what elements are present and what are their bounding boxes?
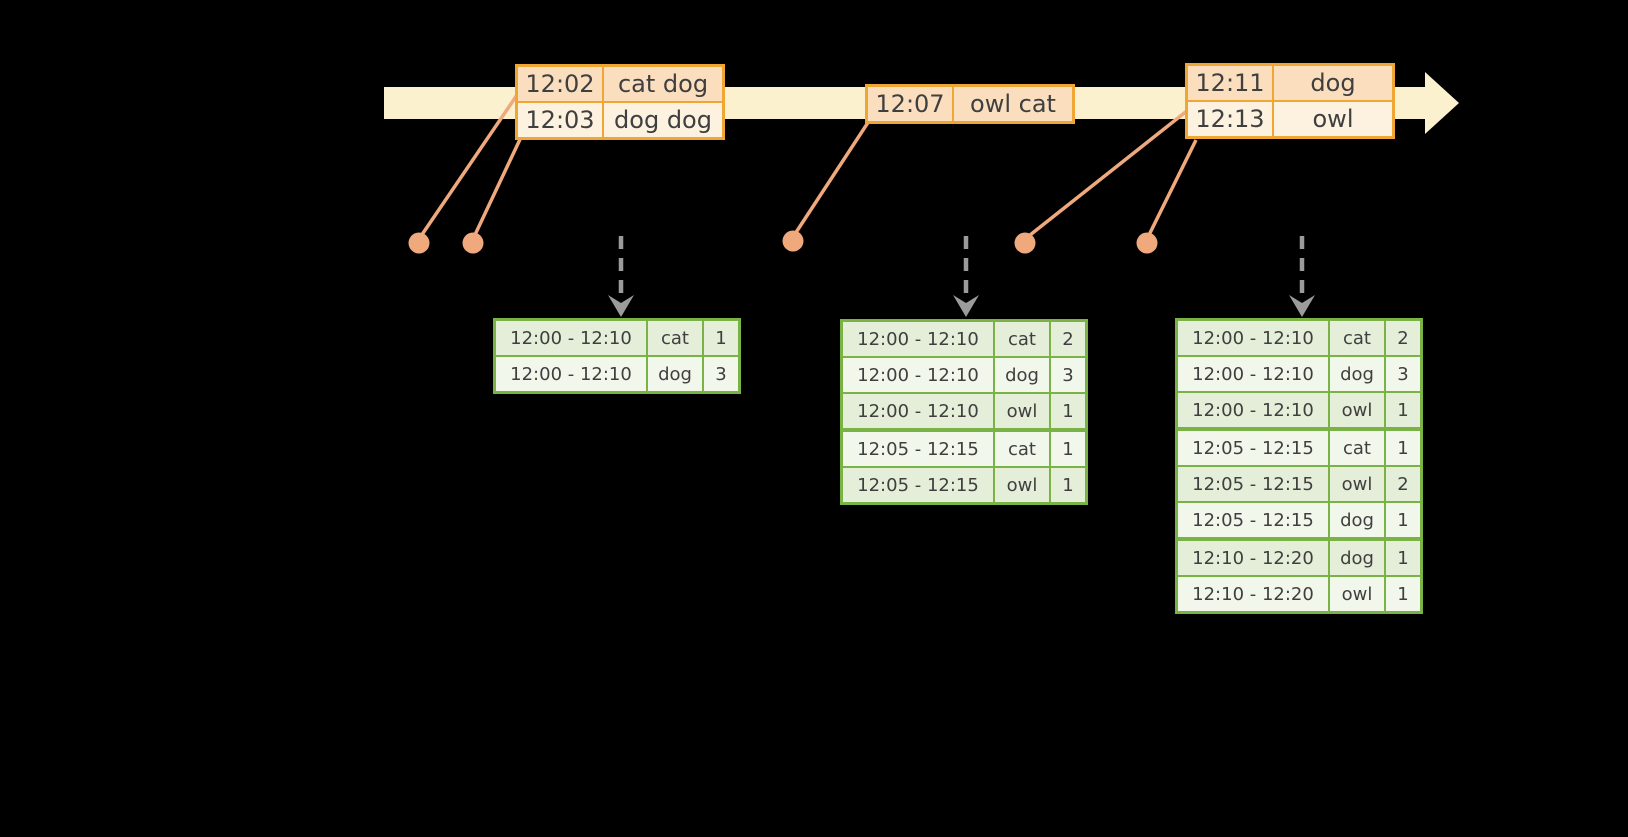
window-cell: 12:10 - 12:20 <box>1175 537 1330 577</box>
event-words-cell: dog dog <box>602 101 725 140</box>
table-row: 12:00 - 12:10 dog 3 <box>493 355 741 394</box>
trigger-arrow-icon <box>1289 236 1315 317</box>
word-cell: owl <box>993 392 1051 431</box>
window-cell: 12:05 - 12:15 <box>1175 427 1330 467</box>
word-cell: owl <box>993 466 1051 505</box>
table-row: 12:05 - 12:15 cat 1 <box>840 428 1088 468</box>
window-cell: 12:00 - 12:10 <box>493 318 648 357</box>
event-table-2: 12:07 owl cat <box>865 84 1075 124</box>
event-words-cell: dog <box>1272 63 1395 102</box>
window-cell: 12:00 - 12:10 <box>1175 391 1330 430</box>
count-cell: 1 <box>1049 428 1088 468</box>
window-cell: 12:00 - 12:10 <box>840 319 995 358</box>
table-row: 12:10 - 12:20 owl 1 <box>1175 575 1423 614</box>
table-row: 12:11 dog <box>1185 63 1395 102</box>
count-cell: 1 <box>1384 391 1423 430</box>
word-cell: owl <box>1328 575 1386 614</box>
window-cell: 12:05 - 12:15 <box>1175 501 1330 540</box>
table-row: 12:05 - 12:15 owl 1 <box>840 466 1088 505</box>
table-row: 12:02 cat dog <box>515 64 725 103</box>
word-cell: owl <box>1328 465 1386 503</box>
table-row: 12:00 - 12:10 dog 3 <box>840 356 1088 394</box>
event-words-cell: cat dog <box>602 64 725 103</box>
event-dot <box>408 232 430 254</box>
table-row: 12:00 - 12:10 cat 2 <box>840 319 1088 358</box>
event-connector-line <box>791 120 871 238</box>
window-cell: 12:00 - 12:10 <box>1175 355 1330 393</box>
window-cell: 12:05 - 12:15 <box>840 466 995 505</box>
table-row: 12:05 - 12:15 cat 1 <box>1175 427 1423 467</box>
word-cell: dog <box>1328 537 1386 577</box>
count-cell: 1 <box>1049 392 1088 431</box>
count-cell: 1 <box>1049 466 1088 505</box>
event-connector-line <box>417 94 519 240</box>
count-cell: 1 <box>1384 427 1423 467</box>
event-table-3: 12:11 dog 12:13 owl <box>1185 63 1395 139</box>
trigger-arrow-icon <box>608 236 634 317</box>
window-cell: 12:00 - 12:10 <box>840 392 995 431</box>
event-table-1: 12:02 cat dog 12:03 dog dog <box>515 64 725 140</box>
word-cell: owl <box>1328 391 1386 430</box>
word-cell: dog <box>646 355 704 394</box>
event-time-cell: 12:02 <box>515 64 604 103</box>
event-dot <box>462 232 484 254</box>
word-cell: cat <box>1328 427 1386 467</box>
word-cell: cat <box>1328 318 1386 357</box>
table-row: 12:00 - 12:10 cat 2 <box>1175 318 1423 357</box>
event-dot <box>782 230 804 252</box>
event-connector-line <box>1023 93 1209 241</box>
count-cell: 3 <box>1384 355 1423 393</box>
event-connector-line <box>1145 139 1198 240</box>
word-cell: dog <box>1328 355 1386 393</box>
event-dot <box>1014 232 1036 254</box>
count-cell: 3 <box>1049 356 1088 394</box>
event-time-cell: 12:03 <box>515 101 604 140</box>
count-cell: 1 <box>1384 501 1423 540</box>
window-cell: 12:05 - 12:15 <box>840 428 995 468</box>
count-cell: 2 <box>1384 465 1423 503</box>
event-connector-line <box>471 132 525 240</box>
count-cell: 1 <box>702 318 741 357</box>
table-row: 12:00 - 12:10 dog 3 <box>1175 355 1423 393</box>
event-words-cell: owl cat <box>952 84 1075 124</box>
event-time-cell: 12:11 <box>1185 63 1274 102</box>
table-row: 12:13 owl <box>1185 100 1395 139</box>
result-table-3: 12:00 - 12:10 cat 2 12:00 - 12:10 dog 3 … <box>1175 318 1423 614</box>
word-cell: cat <box>993 319 1051 358</box>
window-cell: 12:00 - 12:10 <box>1175 318 1330 357</box>
table-row: 12:00 - 12:10 owl 1 <box>840 392 1088 431</box>
window-cell: 12:10 - 12:20 <box>1175 575 1330 614</box>
table-row: 12:05 - 12:15 owl 2 <box>1175 465 1423 503</box>
event-time-cell: 12:13 <box>1185 100 1274 139</box>
window-cell: 12:00 - 12:10 <box>840 356 995 394</box>
word-cell: cat <box>993 428 1051 468</box>
table-row: 12:03 dog dog <box>515 101 725 140</box>
table-row: 12:00 - 12:10 owl 1 <box>1175 391 1423 430</box>
count-cell: 2 <box>1049 319 1088 358</box>
table-row: 12:07 owl cat <box>865 84 1075 124</box>
word-cell: cat <box>646 318 704 357</box>
word-cell: dog <box>993 356 1051 394</box>
count-cell: 1 <box>1384 537 1423 577</box>
table-row: 12:00 - 12:10 cat 1 <box>493 318 741 357</box>
count-cell: 1 <box>1384 575 1423 614</box>
count-cell: 2 <box>1384 318 1423 357</box>
event-time-cell: 12:07 <box>865 84 954 124</box>
window-cell: 12:00 - 12:10 <box>493 355 648 394</box>
result-table-2: 12:00 - 12:10 cat 2 12:00 - 12:10 dog 3 … <box>840 319 1088 505</box>
table-row: 12:10 - 12:20 dog 1 <box>1175 537 1423 577</box>
table-row: 12:05 - 12:15 dog 1 <box>1175 501 1423 540</box>
count-cell: 3 <box>702 355 741 394</box>
window-cell: 12:05 - 12:15 <box>1175 465 1330 503</box>
result-table-1: 12:00 - 12:10 cat 1 12:00 - 12:10 dog 3 <box>493 318 741 394</box>
event-dot <box>1136 232 1158 254</box>
timeline-arrowhead-icon <box>1425 72 1459 134</box>
trigger-arrow-icon <box>953 236 979 317</box>
word-cell: dog <box>1328 501 1386 540</box>
event-words-cell: owl <box>1272 100 1395 139</box>
